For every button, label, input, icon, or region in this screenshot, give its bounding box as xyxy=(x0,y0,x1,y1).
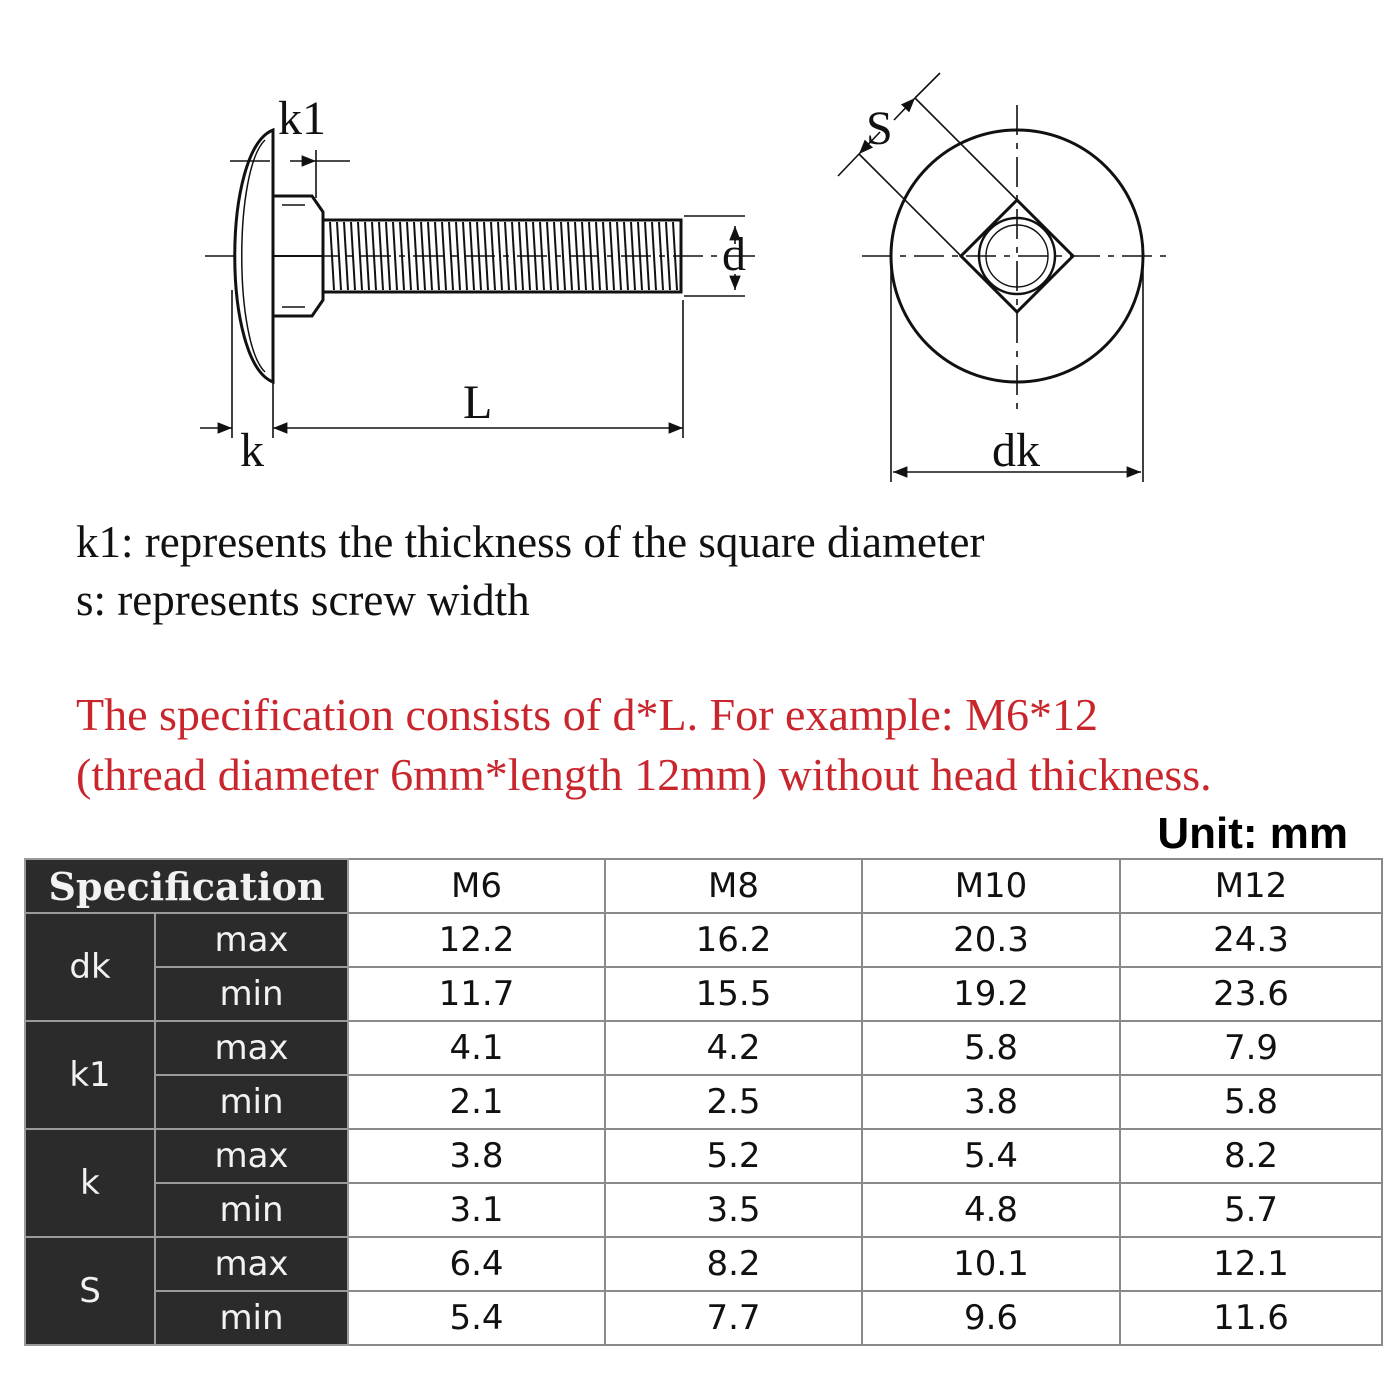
table-cell: 15.5 xyxy=(604,966,863,1022)
label-dk: dk xyxy=(992,424,1040,477)
table-header-row: Specification M6 M8 M10 M12 xyxy=(24,858,1383,914)
label-k: k xyxy=(240,424,264,477)
table-cell: 7.9 xyxy=(1119,1020,1383,1076)
table-cell: 5.8 xyxy=(1119,1074,1383,1130)
spec-header: Specification xyxy=(24,858,349,914)
note-s: s: represents screw width xyxy=(76,575,530,625)
table-cell: 5.8 xyxy=(861,1020,1121,1076)
table-cell: 20.3 xyxy=(861,912,1121,968)
table-cell: 19.2 xyxy=(861,966,1121,1022)
note-k1: k1: represents the thickness of the squa… xyxy=(76,517,985,567)
square-neck-outline xyxy=(958,197,1076,315)
table-cell: 3.8 xyxy=(861,1074,1121,1130)
table-cell: 7.7 xyxy=(604,1290,863,1346)
table-cell: 12.1 xyxy=(1119,1236,1383,1292)
group-label: k xyxy=(24,1128,156,1238)
column-header: M10 xyxy=(861,858,1121,914)
column-header: M6 xyxy=(347,858,606,914)
table-cell: 3.8 xyxy=(347,1128,606,1184)
limit-label: min xyxy=(154,1182,349,1238)
table-cell: 5.4 xyxy=(861,1128,1121,1184)
limit-label: min xyxy=(154,1074,349,1130)
table-cell: 4.2 xyxy=(604,1020,863,1076)
table-cell: 11.7 xyxy=(347,966,606,1022)
column-header: M12 xyxy=(1119,858,1383,914)
table-cell: 9.6 xyxy=(861,1290,1121,1346)
label-k1: k1 xyxy=(278,92,326,145)
table-cell: 8.2 xyxy=(1119,1128,1383,1184)
table-cell: 11.6 xyxy=(1119,1290,1383,1346)
table-cell: 16.2 xyxy=(604,912,863,968)
limit-label: max xyxy=(154,1236,349,1292)
limit-label: max xyxy=(154,912,349,968)
table-cell: 2.5 xyxy=(604,1074,863,1130)
bolt-technical-drawing: k1 d L k S dk xyxy=(200,72,1168,482)
table-cell: 5.7 xyxy=(1119,1182,1383,1238)
limit-label: max xyxy=(154,1020,349,1076)
limit-label: min xyxy=(154,1290,349,1346)
note-spec-line-2: (thread diameter 6mm*length 12mm) withou… xyxy=(76,749,1212,800)
limit-label: min xyxy=(154,966,349,1022)
bolt-threads xyxy=(329,221,678,291)
table-cell: 2.1 xyxy=(347,1074,606,1130)
column-header: M8 xyxy=(604,858,863,914)
bolt-threaded-shaft xyxy=(321,218,683,294)
bolt-side-view xyxy=(200,127,760,438)
unit-label: Unit: mm xyxy=(1157,809,1348,858)
table-cell: 6.4 xyxy=(347,1236,606,1292)
group-label: S xyxy=(24,1236,156,1346)
table-cell: 4.1 xyxy=(347,1020,606,1076)
group-label: dk xyxy=(24,912,156,1022)
table-cell: 23.6 xyxy=(1119,966,1383,1022)
table-cell: 5.4 xyxy=(347,1290,606,1346)
thread-circle xyxy=(977,216,1057,296)
table-cell: 12.2 xyxy=(347,912,606,968)
table-cell: 24.3 xyxy=(1119,912,1383,968)
table-cell: 3.1 xyxy=(347,1182,606,1238)
table-cell: 4.8 xyxy=(861,1182,1121,1238)
bolt-square-neck xyxy=(271,194,325,318)
label-L: L xyxy=(463,376,492,429)
table-cell: 10.1 xyxy=(861,1236,1121,1292)
label-d: d xyxy=(722,228,746,281)
note-spec-line-1: The specification consists of d*L. For e… xyxy=(76,689,1099,740)
bolt-end-view xyxy=(837,72,1168,482)
bolt-head xyxy=(233,127,275,385)
label-S: S xyxy=(866,102,893,155)
group-label: k1 xyxy=(24,1020,156,1130)
limit-label: max xyxy=(154,1128,349,1184)
table-cell: 5.2 xyxy=(604,1128,863,1184)
table-cell: 8.2 xyxy=(604,1236,863,1292)
table-cell: 3.5 xyxy=(604,1182,863,1238)
